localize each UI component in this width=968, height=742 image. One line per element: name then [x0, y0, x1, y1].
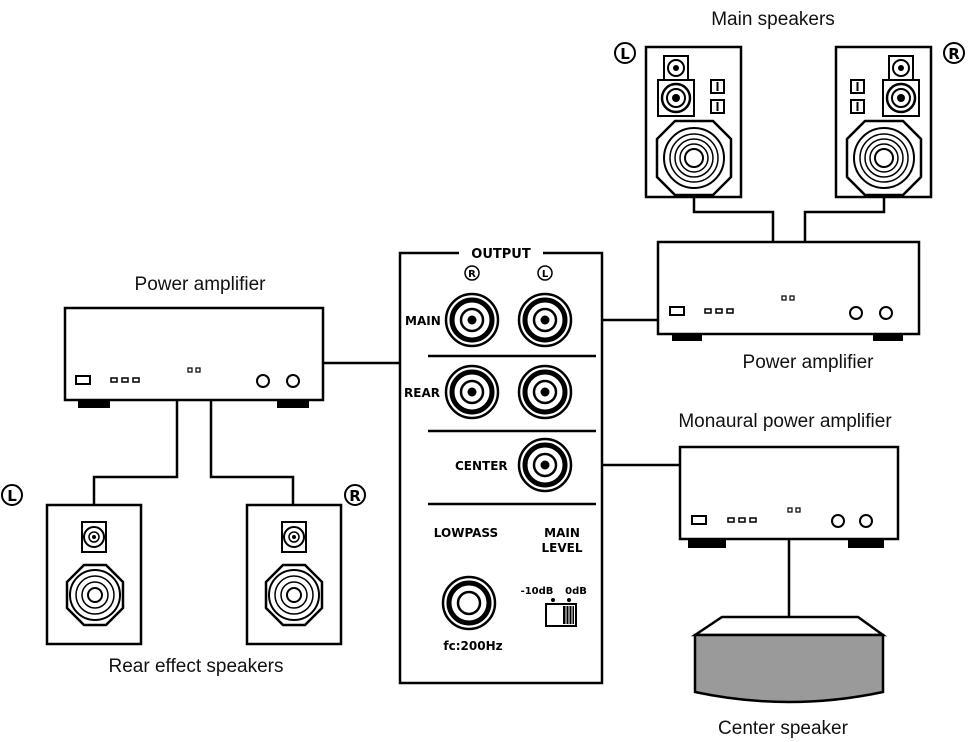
svg-text:L: L — [620, 45, 630, 63]
jack-rear-l — [517, 364, 573, 420]
label-main-speakers: Main speakers — [711, 9, 835, 30]
label-monaural-power-amplifier: Monaural power amplifier — [678, 411, 892, 432]
label-fc: fc:200Hz — [443, 639, 502, 653]
rear-speaker-right — [245, 503, 343, 646]
label-center-row: CENTER — [455, 459, 508, 473]
wire-rear-right-speaker — [209, 400, 295, 505]
label-level-zero: 0dB — [565, 586, 587, 597]
lowpass-jack — [441, 575, 497, 631]
center-speaker — [690, 615, 887, 704]
svg-text:R: R — [349, 487, 361, 505]
monaural-power-amplifier — [678, 445, 900, 548]
label-level-minus: -10dB — [521, 586, 554, 597]
jack-main-l — [517, 292, 573, 348]
badge-main-right: R — [943, 42, 965, 64]
badge-rear-right: R — [344, 484, 366, 506]
column-l: L — [542, 269, 549, 280]
main-speaker-right — [834, 45, 933, 199]
label-power-amplifier-right: Power amplifier — [743, 352, 875, 373]
jack-center — [517, 437, 573, 493]
badge-rear-left: L — [1, 484, 23, 506]
label-main-level-1: MAIN — [544, 526, 580, 540]
wire-rear-left-speaker — [92, 400, 179, 505]
panel-title: OUTPUT — [471, 247, 531, 262]
label-main-level-2: LEVEL — [542, 541, 583, 555]
label-lowpass: LOWPASS — [434, 526, 498, 540]
label-power-amplifier-left: Power amplifier — [135, 274, 267, 295]
jack-rear-r — [444, 364, 500, 420]
power-amplifier-right — [656, 240, 921, 341]
svg-text:R: R — [948, 45, 960, 63]
label-center-speaker: Center speaker — [718, 718, 849, 739]
rear-speaker-left — [45, 503, 143, 646]
power-amplifier-left — [63, 306, 325, 408]
wire-main-left-speaker — [692, 197, 775, 242]
label-rear-row: REAR — [404, 386, 440, 400]
column-r: R — [468, 269, 476, 280]
main-level-switch[interactable] — [545, 603, 577, 627]
label-main-row: MAIN — [405, 314, 441, 328]
wire-main-right-speaker — [803, 197, 886, 242]
svg-text:L: L — [7, 487, 17, 505]
label-rear-effect-speakers: Rear effect speakers — [109, 656, 284, 677]
output-panel: OUTPUT R L MAIN REAR — [398, 244, 604, 685]
main-speaker-left — [644, 45, 743, 199]
badge-main-left: L — [614, 42, 636, 64]
jack-main-r — [444, 292, 500, 348]
